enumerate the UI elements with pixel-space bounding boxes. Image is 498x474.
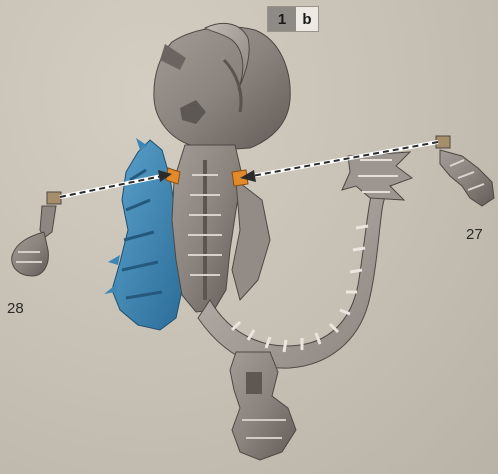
step-number: 1 <box>268 7 296 31</box>
blue-highlighted-part <box>104 138 182 330</box>
model-head <box>154 23 290 150</box>
part-27-illustration <box>436 136 494 206</box>
part-label-left: 28 <box>7 300 24 317</box>
step-badge: 1 b <box>268 7 318 31</box>
step-sub-letter: b <box>296 7 318 31</box>
model-torso <box>172 145 270 312</box>
part-label-right: 27 <box>466 226 483 243</box>
part-28-illustration <box>12 192 61 276</box>
